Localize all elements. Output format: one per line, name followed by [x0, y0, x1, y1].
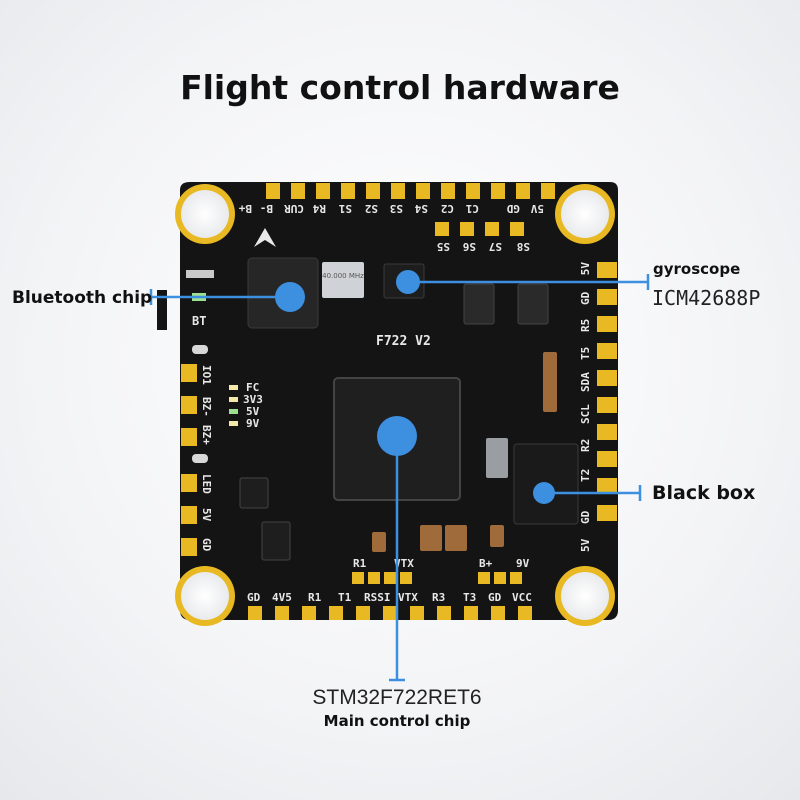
board-version: F722 V2 [376, 334, 431, 349]
status-label: 5V [246, 405, 260, 418]
status-leds [229, 385, 238, 426]
pad-label-right: GD [579, 510, 592, 524]
pad-label-bottom: RSSI [364, 591, 391, 604]
mounting-holes [175, 184, 615, 626]
pad-label-top: B+ [238, 202, 252, 215]
pad-label-bottom-upper: VTX [394, 557, 414, 570]
status-label: 9V [246, 417, 260, 430]
pad-label-bottom: R3 [432, 591, 445, 604]
pad-label-top: R4 [312, 202, 326, 215]
pad-label-bottom: GD [247, 591, 261, 604]
pad-label-right: 5V [579, 262, 592, 276]
right-pad-column [597, 262, 617, 521]
pad-label-bottom-upper: R1 [353, 557, 367, 570]
pad-label-right: 5V [579, 538, 592, 552]
gyroscope-label: gyroscope [653, 260, 741, 278]
crystal-label: 40.000 MHz [322, 272, 364, 280]
pad-label-left: IO1 [200, 365, 213, 385]
pad-label-right: GD [579, 291, 592, 305]
brand-logo [254, 228, 276, 247]
pad-label-right: SDA [579, 372, 592, 392]
pad-label-right: R2 [579, 439, 592, 452]
status-label: 3V3 [243, 393, 263, 406]
pad-label-right: T5 [579, 347, 592, 360]
bluetooth-chip-label: Bluetooth chip [12, 288, 153, 308]
pad-label-top: B- [260, 202, 273, 215]
pad-label-left: BZ- [200, 397, 213, 417]
pad-label-left: GD [200, 538, 213, 552]
pad-label-top: GD [506, 202, 520, 215]
pad-label-bottom-upper: B+ [479, 557, 493, 570]
pad-label-bottom: T1 [338, 591, 352, 604]
callout-lines [149, 274, 650, 682]
pad-label-left: BZ+ [200, 425, 213, 445]
pad-label-top: C1 [465, 202, 479, 215]
bottom-pad-row [248, 572, 532, 620]
led-marker [192, 454, 208, 463]
pad-label-top-inner: S8 [517, 240, 530, 253]
pad-label-left: 5V [200, 508, 213, 522]
pad-label-bottom: T3 [463, 591, 476, 604]
mcu-part-label: STM32F722RET6 [312, 686, 482, 709]
page-title: Flight control hardware [180, 68, 620, 107]
pad-label-top: 5V [530, 202, 544, 215]
pad-label-left: LED [200, 474, 213, 494]
pad-label-top-inner: S7 [489, 240, 502, 253]
callout-markers [275, 270, 555, 504]
pad-label-top: CUR [284, 202, 304, 215]
gyroscope-part-label: ICM42688P [652, 286, 761, 310]
pad-label-bottom-upper: 9V [516, 557, 530, 570]
pad-label-top: S1 [338, 202, 352, 215]
top-pad-row [266, 183, 555, 236]
buzzer-marker [192, 345, 208, 354]
pad-label-bottom: 4V5 [272, 591, 292, 604]
left-pad-column [181, 364, 197, 556]
pad-label-top: S3 [390, 202, 403, 215]
pad-label-bottom: VCC [512, 591, 532, 604]
pad-label-top: C2 [441, 202, 454, 215]
pad-label-bottom: GD [488, 591, 502, 604]
pad-label-bottom: VTX [398, 591, 418, 604]
pad-label-top-inner: S5 [437, 240, 450, 253]
pad-label-top: S2 [365, 202, 378, 215]
pad-label-top-inner: S6 [462, 240, 476, 253]
pad-label-bottom: R1 [308, 591, 322, 604]
black-box-label: Black box [652, 482, 756, 504]
mcu-title-label: Main control chip [323, 712, 471, 730]
pad-label-right: R5 [579, 319, 592, 332]
pad-label-right: T2 [579, 469, 592, 482]
bt-mark: BT [192, 314, 206, 328]
pad-label-right: SCL [579, 404, 592, 424]
pad-label-top: S4 [414, 202, 428, 215]
status-label: FC [246, 381, 259, 394]
side-connector [157, 290, 167, 330]
